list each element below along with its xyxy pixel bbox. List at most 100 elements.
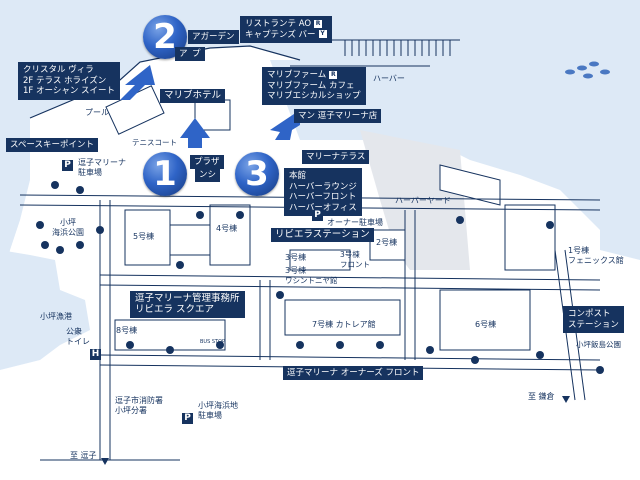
kotsubo-park-line1: 小坪 <box>60 218 76 227</box>
place-bldg3-lower: 3号棟 <box>285 266 307 275</box>
arrow-to-crystal-villa <box>120 65 155 100</box>
malibu-farm-cafe: マリブファーム カフェ <box>267 80 355 91</box>
fire-dept-line2: 小坪分署 <box>115 406 147 415</box>
marina-parking-line1: 逗子マリーナ <box>78 158 126 167</box>
place-washington: ワシントニヤ館 <box>285 276 338 285</box>
place-bldg3: 3号棟 <box>285 253 307 262</box>
harbor-yard-area <box>360 130 470 270</box>
place-pool: プール <box>85 108 109 117</box>
captains-bar-name: キャプテンズ バー <box>245 29 316 40</box>
fire-dept-line1: 逗子市消防署 <box>115 396 163 405</box>
bldg-2-shape <box>369 229 406 261</box>
fishing-port-water <box>0 250 90 370</box>
beach-parking-line2: 駐車場 <box>198 411 222 420</box>
bldg1-line2: フェニックス館 <box>568 256 624 265</box>
arrow-to-malibu-hotel <box>180 118 210 148</box>
bldg-7-shape <box>284 299 401 336</box>
bldg3-front-line2: フロント <box>340 260 370 269</box>
fish-icons <box>565 61 610 79</box>
label-owners-front: 逗子マリーナ オーナーズ フロント <box>283 366 424 380</box>
place-bldg1: 1号棟 フェニックス館 <box>568 246 624 266</box>
bldg3-front-line1: 3号棟 <box>340 250 360 259</box>
harbor-office: ハーバーオフィス <box>289 202 357 213</box>
palm-trees <box>36 181 604 374</box>
main-bldg-title: 本館 <box>289 171 307 181</box>
buildings <box>105 85 556 351</box>
riviera-square-name: リビエラ スクエア <box>135 303 215 315</box>
label-space-keypoint: スペースキーポイント <box>6 138 98 152</box>
bldg-center <box>169 224 211 256</box>
parking-icon-marina: P <box>62 160 73 171</box>
place-to-kamakura: 至 鎌倉 <box>528 392 555 401</box>
place-fire-dept: 逗子市消防署 小坪分署 <box>115 396 163 416</box>
label-plaza-bottom: ンシ <box>195 168 221 182</box>
place-bus-stop: BUS STOP <box>200 339 226 345</box>
place-harbor-yard: ハーバーヤード <box>395 196 451 205</box>
label-marina-terrace: マリーナテラス <box>302 150 370 164</box>
harbor-front: ハーバーフロント <box>289 192 357 202</box>
label-plaza-top: プラザ <box>190 155 224 169</box>
label-marina-store: マン 逗子マリーナ店 <box>294 109 382 123</box>
pier-lines <box>290 39 460 67</box>
harbor-lounge: ハーバーラウンジ <box>289 181 357 192</box>
label-compost: コンポスト ステーション <box>563 306 624 333</box>
crystal-villa-title: クリスタル ヴィラ <box>23 65 94 75</box>
malibu-ethical-shop: マリブエシカルショップ <box>267 91 361 101</box>
label-pu: プ <box>188 47 205 61</box>
glass-icon: Y <box>318 30 327 38</box>
place-beach-parking: 小坪海浜地 駐車場 <box>198 401 238 421</box>
place-tennis: テニスコート <box>132 138 177 147</box>
beach-parking-line1: 小坪海浜地 <box>198 401 238 410</box>
place-iizuka-park: 小坪飯島公園 <box>576 340 621 349</box>
place-harbor: ハーバー <box>373 74 405 83</box>
place-bldg8: 8号棟 <box>116 326 138 335</box>
bldg-6-shape <box>439 289 531 351</box>
label-mgmt-office: 逗子マリーナ管理事務所 リビエラ スクエア <box>130 291 245 318</box>
crystal-villa-1f: 1F オーシャン スイート <box>23 86 116 96</box>
place-bldg7: 7号棟 カトレア館 <box>312 320 376 329</box>
ristorante-name: リストランテ AO <box>245 19 312 29</box>
fork-knife-icon: R <box>314 19 323 28</box>
kotsubo-park-line2: 海浜公園 <box>52 228 84 237</box>
badge-1: 1 <box>143 152 187 196</box>
place-harbor-owner-parking: ハーバー オーナー駐車場 <box>327 208 383 228</box>
place-bldg4: 4号棟 <box>216 224 238 233</box>
harbor-owner-parking-line2: オーナー駐車場 <box>327 218 383 227</box>
place-kotsubo-park: 小坪 海浜公園 <box>52 218 84 238</box>
place-bldg6: 6号棟 <box>475 320 497 329</box>
malibu-hotel-bldg <box>194 99 231 131</box>
place-to-zushi: 至 逗子 <box>70 451 97 460</box>
bldg1-line1: 1号棟 <box>568 246 590 255</box>
place-bldg3-front: 3号棟 フロント <box>340 250 370 270</box>
public-toilet-line1: 公衆 <box>66 327 82 336</box>
label-main-bldg: 本館 ハーバーラウンジ ハーバーフロント ハーバーオフィス <box>284 168 362 216</box>
label-riviera-station: リビエラステーション <box>271 228 374 242</box>
restaurant-icon: R <box>329 70 338 79</box>
badge-3: 3 <box>235 152 279 196</box>
malibu-farm-name: マリブファーム <box>267 70 327 80</box>
label-malibu-hotel: マリブホテル <box>160 89 226 103</box>
bldg-5-shape <box>124 209 171 266</box>
place-public-toilet: 公衆 トイレ <box>66 327 90 347</box>
place-bldg2: 2号棟 <box>376 238 398 247</box>
place-bldg5: 5号棟 <box>133 232 155 241</box>
arrows <box>120 65 300 148</box>
parking-icon-beach: P <box>182 413 193 424</box>
label-crystal-villa: クリスタル ヴィラ 2F テラス ホライズン 1F オーシャン スイート <box>18 62 121 100</box>
compost-line1: コンポスト <box>568 309 611 319</box>
crystal-villa-2f: 2F テラス ホライズン <box>23 75 107 86</box>
public-toilet-line2: トイレ <box>66 337 90 346</box>
bldg-4-shape <box>209 204 251 266</box>
marina-parking-line2: 駐車場 <box>78 168 102 177</box>
place-marina-parking: 逗子マリーナ 駐車場 <box>78 158 126 178</box>
harbor-owner-parking-line1: ハーバー <box>327 208 359 217</box>
label-garden: アガーデン <box>188 30 239 44</box>
bldg-1-shape <box>504 204 556 271</box>
toilet-icon: H <box>90 349 101 360</box>
road-chevrons <box>101 396 570 465</box>
mgmt-office-name: 逗子マリーナ管理事務所 <box>135 293 240 304</box>
label-ap: ア <box>175 47 192 61</box>
harbor-yard-bldg <box>439 164 501 206</box>
